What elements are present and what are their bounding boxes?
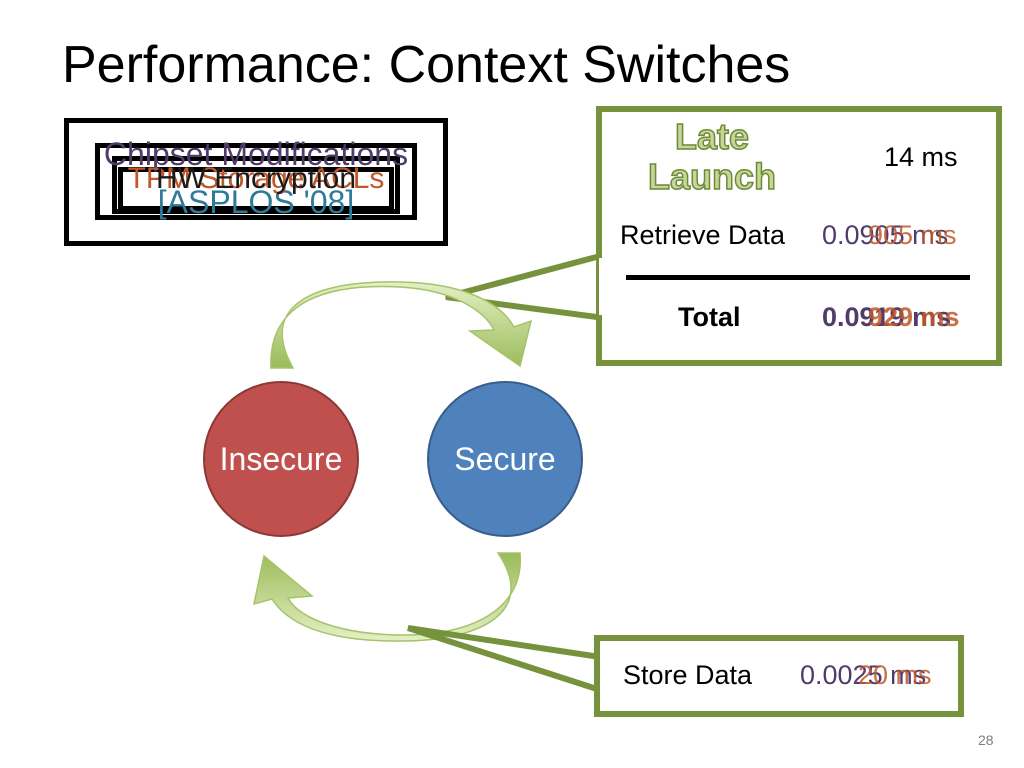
total-label: Total [678, 302, 741, 332]
inner-label-box [95, 143, 417, 220]
retrieve-data-label: Retrieve Data [620, 220, 786, 250]
insecure-circle: Insecure [203, 381, 359, 537]
insecure-label: Insecure [219, 440, 343, 477]
late-launch-time: 14 ms [884, 142, 958, 172]
page-number: 28 [978, 732, 994, 748]
inner-label-box [118, 167, 394, 211]
secure-circle: Secure [427, 381, 583, 537]
tpm-storage-acls-label: TPM Storage ACLs [127, 162, 385, 195]
secure-label: Secure [454, 440, 556, 477]
store-data-time: 0.0025 ms [800, 660, 927, 690]
retrieve-data-time-alt: 905 ms [868, 220, 957, 250]
chipset-modifications-label: Chipset Modifications [103, 136, 409, 172]
store-data-callout [594, 635, 964, 717]
slide-title: Performance: Context Switches [62, 36, 791, 94]
arrow-secure-to-insecure [253, 552, 521, 642]
late-launch-heading: Late Launch [647, 116, 777, 198]
hw-encryption-label: HW Encryption [155, 162, 357, 195]
total-time-alt: 929 ms [868, 302, 960, 332]
total-time: 0.0919 ms [822, 302, 952, 332]
late-launch-callout [596, 106, 1002, 366]
inner-label-box [112, 156, 400, 214]
retrieve-data-time: 0.0905 ms [822, 220, 949, 250]
total-divider [626, 275, 970, 280]
outer-label-box [64, 118, 448, 246]
arrow-insecure-to-secure [270, 281, 533, 369]
store-data-time-alt: 20 ms [858, 660, 932, 690]
store-data-label: Store Data [623, 660, 753, 690]
asplos-citation: [ASPLOS '08] [157, 184, 355, 220]
